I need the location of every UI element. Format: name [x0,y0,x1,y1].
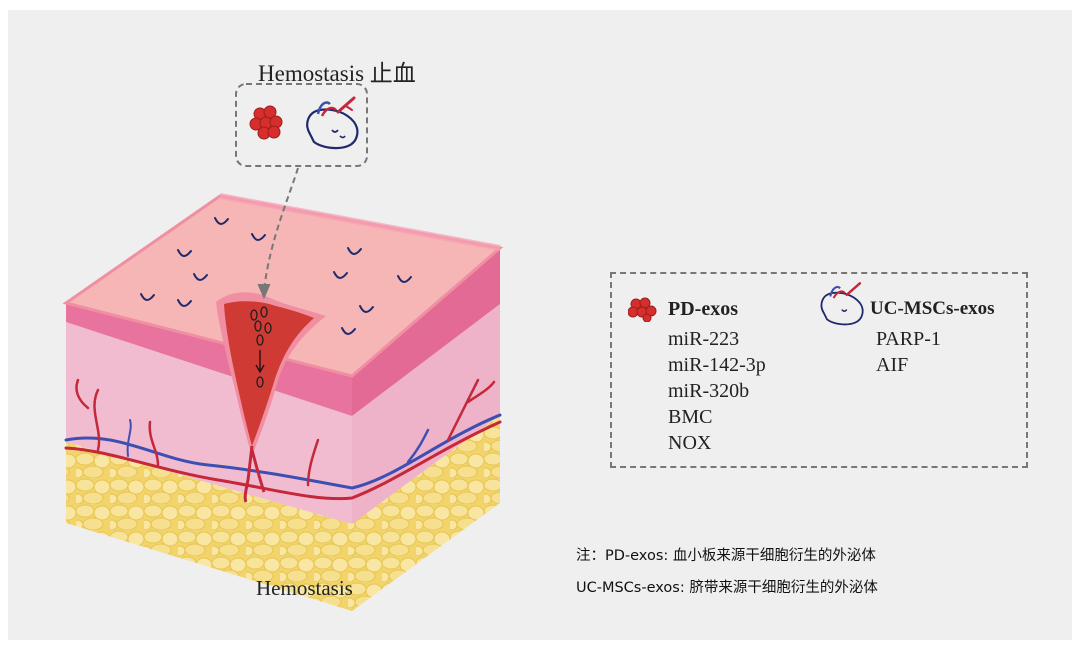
note-line-1: 注：PD-exos: 血小板来源干细胞衍生的外泌体 [576,544,876,565]
figure-panel: Hemostasis 止血 Hemostasis PD-exos miR-223… [8,10,1072,640]
bottom-caption: Hemostasis [256,576,353,601]
uc-msc-exos-title: UC-MSCs-exos [870,298,995,320]
top-title: Hemostasis 止血 [258,54,416,88]
uc-item-1: PARP-1 [876,326,941,352]
note-line-2: UC-MSCs-exos: 脐带来源干细胞衍生的外泌体 [576,576,878,597]
umbilical-cord-fetus-icon [816,280,866,326]
pd-item-5: NOX [668,430,711,456]
legend-box: PD-exos miR-223 miR-142-3p miR-320b BMC … [610,272,1028,468]
uc-item-2: AIF [876,352,908,378]
pd-item-4: BMC [668,404,712,430]
pd-exos-title: PD-exos [668,298,738,321]
pd-item-2: miR-142-3p [668,352,766,378]
pd-item-1: miR-223 [668,326,739,352]
pd-item-3: miR-320b [668,378,749,404]
platelet-cluster-icon [628,296,658,322]
